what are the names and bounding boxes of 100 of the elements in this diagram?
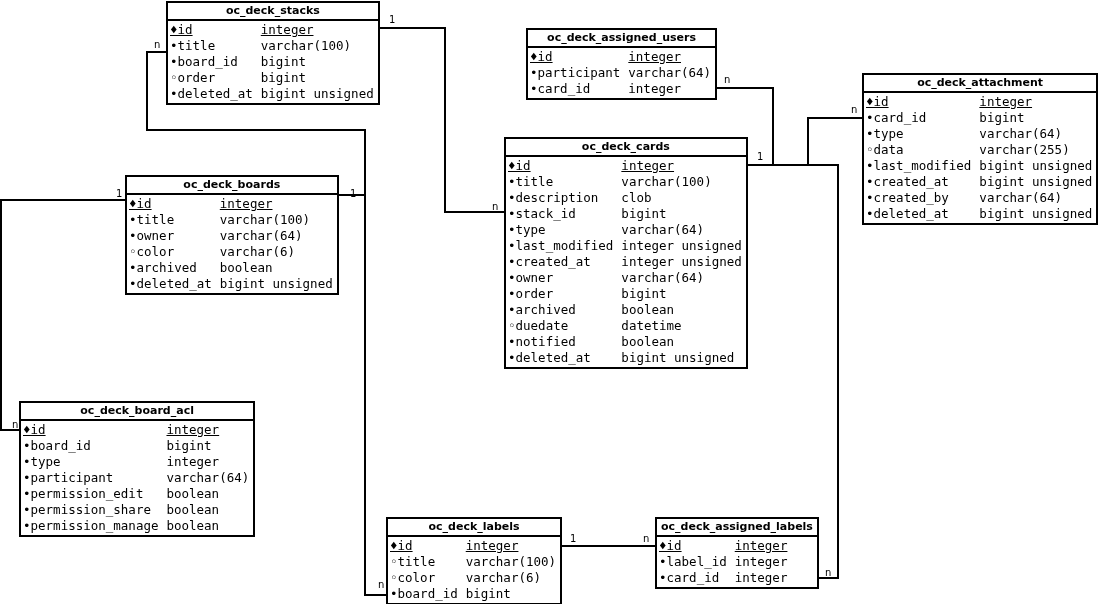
column-name: •type <box>866 126 905 142</box>
column-type: varchar(64) <box>979 190 1064 206</box>
column-type: integer <box>979 94 1034 110</box>
column-type: integer unsigned <box>621 238 742 254</box>
column-name: •deleted_at <box>170 86 253 102</box>
column-type: integer unsigned <box>621 254 742 270</box>
relationship-line <box>0 199 126 431</box>
column-name: ♦id <box>659 538 683 554</box>
column-name: •card_id <box>530 81 592 97</box>
column-name: ♦id <box>390 538 414 554</box>
column-name: •permission_edit <box>23 486 145 502</box>
column-type: varchar(64) <box>628 65 712 81</box>
column-name: •label_id <box>659 554 727 570</box>
cardinality-label: n <box>154 39 161 50</box>
column-type: bigint <box>621 206 668 222</box>
column-type: bigint unsigned <box>979 206 1093 222</box>
entity-table <box>386 517 563 604</box>
column-name: •title <box>170 38 217 54</box>
column-type: varchar(64) <box>621 222 706 238</box>
column-name: •deleted_at <box>866 206 950 222</box>
column-name: •archived <box>508 302 577 318</box>
cardinality-label: 1 <box>116 188 123 199</box>
column-type: boolean <box>621 302 676 318</box>
column-name: ◦data <box>866 142 905 158</box>
relationship-line <box>716 87 774 166</box>
column-type: integer <box>628 81 682 97</box>
column-name: ◦title <box>390 554 437 570</box>
column-name: ♦id <box>530 49 554 65</box>
column-type: varchar(100) <box>465 554 557 570</box>
column-name: •deleted_at <box>508 350 592 366</box>
column-name: •participant <box>530 65 621 81</box>
entity-table <box>526 28 718 100</box>
table-title: oc_deck_labels <box>388 519 561 537</box>
column-name: •last_modified <box>508 238 614 254</box>
column-name: ◦duedate <box>508 318 570 334</box>
column-name: •board_id <box>390 586 458 602</box>
column-name: •owner <box>129 228 176 244</box>
column-name: •created_at <box>866 174 950 190</box>
column-name: •permission_share <box>23 502 152 518</box>
column-name: •type <box>23 454 62 470</box>
entity-table <box>655 517 819 589</box>
relationship-line <box>379 27 505 213</box>
cardinality-label: n <box>378 579 385 590</box>
column-type: bigint unsigned <box>621 350 736 366</box>
table-title: oc_deck_assigned_labels <box>657 519 817 537</box>
column-type: integer <box>734 538 788 554</box>
column-name: •description <box>508 190 600 206</box>
column-type: varchar(100) <box>621 174 713 190</box>
column-type: bigint <box>260 70 307 86</box>
column-type: boolean <box>166 486 221 502</box>
column-name: •order <box>508 286 555 302</box>
table-title: oc_deck_board_acl <box>21 403 254 421</box>
cardinality-label: 1 <box>389 14 396 25</box>
column-type: integer <box>621 158 676 174</box>
cardinality-label: n <box>851 104 858 115</box>
table-title: oc_deck_boards <box>127 177 337 195</box>
relationship-line <box>146 51 366 196</box>
cardinality-label: n <box>724 74 731 85</box>
column-type: integer <box>465 538 520 554</box>
column-type: varchar(100) <box>219 212 312 228</box>
column-type: varchar(64) <box>621 270 706 286</box>
column-name: ◦order <box>170 70 217 86</box>
column-name: •board_id <box>23 438 92 454</box>
column-type: varchar(100) <box>260 38 353 54</box>
column-name: •owner <box>508 270 555 286</box>
cardinality-label: 1 <box>570 533 577 544</box>
column-name: •archived <box>129 260 198 276</box>
column-type: varchar(64) <box>219 228 304 244</box>
column-name: •board_id <box>170 54 239 70</box>
column-name: •type <box>508 222 547 238</box>
column-type: integer <box>166 422 221 438</box>
column-name: •title <box>508 174 555 190</box>
cardinality-label: n <box>492 201 499 212</box>
column-type: datetime <box>621 318 683 334</box>
column-type: varchar(64) <box>166 470 250 486</box>
table-title: oc_deck_attachment <box>864 75 1097 93</box>
column-name: •stack_id <box>508 206 577 222</box>
relationship-line <box>561 545 656 547</box>
column-type: boolean <box>621 334 676 350</box>
column-name: ♦id <box>508 158 532 174</box>
column-name: ♦id <box>866 94 890 110</box>
column-type: bigint unsigned <box>260 86 374 102</box>
entity-table <box>166 1 380 105</box>
column-type: integer <box>734 554 788 570</box>
column-type: boolean <box>219 260 274 276</box>
column-type: integer <box>260 22 315 38</box>
column-name: •deleted_at <box>129 276 212 292</box>
cardinality-label: 1 <box>757 151 764 162</box>
column-type: bigint <box>621 286 668 302</box>
column-name: •title <box>129 212 176 228</box>
column-type: bigint unsigned <box>979 174 1093 190</box>
column-type: boolean <box>166 502 221 518</box>
column-type: clob <box>621 190 653 206</box>
column-name: ◦color <box>390 570 437 586</box>
table-title: oc_deck_assigned_users <box>528 30 716 48</box>
column-type: varchar(255) <box>979 142 1071 158</box>
column-type: varchar(6) <box>465 570 542 586</box>
column-name: •permission_manage <box>23 518 159 534</box>
column-name: •last_modified <box>866 158 972 174</box>
column-name: •card_id <box>866 110 928 126</box>
